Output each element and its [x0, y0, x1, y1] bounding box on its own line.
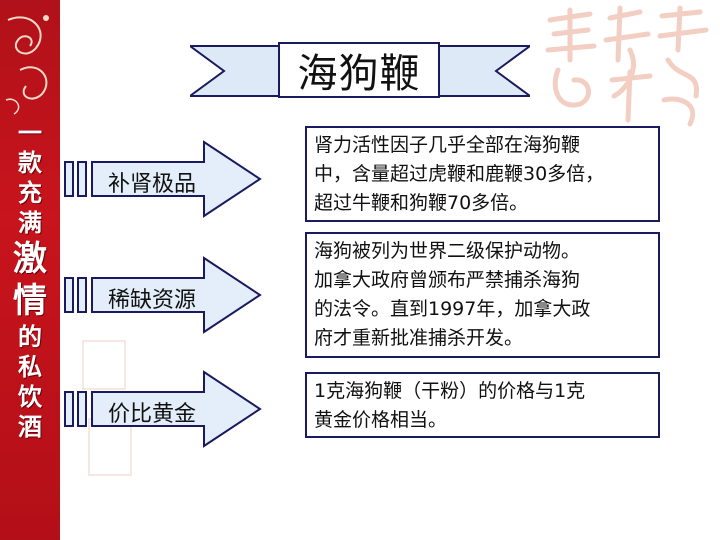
sidebar-char: 饮 — [18, 383, 42, 411]
description-line: 1克海狗鞭（干粉）的价格与1克 — [314, 380, 586, 402]
description-line: 的法令。直到1997年，加拿大政 — [314, 298, 591, 320]
title-box: 海狗鞭 — [278, 42, 440, 98]
sidebar-char: 充 — [18, 179, 42, 207]
description-line: 海狗被列为世界二级保护动物。 — [314, 240, 581, 262]
arrow-shape — [64, 140, 262, 218]
arrow-row: 补肾极品 — [64, 140, 264, 218]
arrow-label: 稀缺资源 — [108, 288, 197, 313]
arrow-label: 价比黄金 — [108, 402, 197, 427]
arrow-shape — [64, 370, 262, 448]
description-line: 超过牛鞭和狗鞭70多倍。 — [314, 192, 529, 214]
title-banner: 海狗鞭 — [190, 38, 530, 102]
sidebar-char: 一 — [18, 119, 42, 147]
description-line: 加拿大政府曾颁布严禁捕杀海狗 — [314, 269, 581, 291]
arrow-row: 价比黄金 — [64, 370, 264, 448]
description-box: 肾力活性因子几乎全部在海狗鞭 中，含量超过虎鞭和鹿鞭30多倍， 超过牛鞭和狗鞭7… — [305, 126, 660, 222]
sidebar-char: 私 — [18, 353, 42, 381]
description-line: 肾力活性因子几乎全部在海狗鞭 — [314, 134, 581, 156]
sidebar-char: 款 — [18, 149, 42, 177]
page-title: 海狗鞭 — [297, 51, 421, 97]
description-line: 府才重新批准捕杀开发。 — [314, 327, 524, 349]
description-line: 中，含量超过虎鞭和鹿鞭30多倍， — [314, 163, 605, 185]
sidebar-char: 情 — [13, 281, 47, 321]
arrow-shape — [64, 256, 262, 334]
description-box: 海狗被列为世界二级保护动物。 加拿大政府曾颁布严禁捕杀海狗 的法令。直到1997… — [305, 232, 660, 358]
calligraphy-watermark — [545, 5, 709, 127]
sidebar-slogan: 一 款 充 满 激 情 的 私 饮 酒 — [0, 118, 60, 442]
sidebar-banner: 一 款 充 满 激 情 的 私 饮 酒 — [0, 0, 60, 540]
description-line: 黄金价格相当。 — [314, 409, 448, 431]
arrow-label: 补肾极品 — [108, 172, 197, 197]
stamp-watermark — [82, 340, 126, 390]
arrow-row: 稀缺资源 — [64, 256, 264, 334]
decorative-swirl-icon — [5, 15, 49, 115]
sidebar-char: 的 — [18, 323, 42, 351]
description-box: 1克海狗鞭（干粉）的价格与1克 黄金价格相当。 — [305, 372, 660, 438]
sidebar-char: 满 — [18, 209, 42, 237]
sidebar-char: 激 — [13, 239, 47, 279]
sidebar-char: 酒 — [18, 413, 42, 441]
ribbon-shape — [190, 45, 530, 97]
